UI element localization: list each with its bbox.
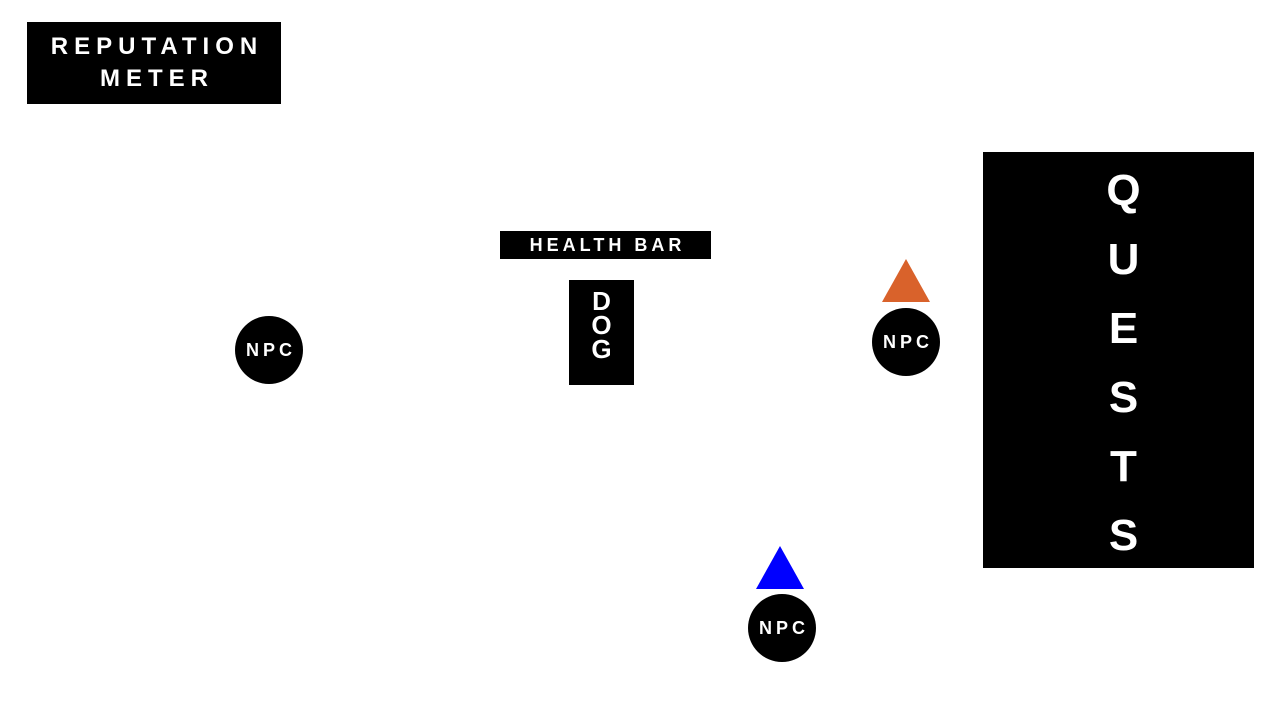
quests-letter: T — [1110, 442, 1137, 491]
npc-label: NPC — [882, 331, 933, 352]
health-bar: HEALTH BAR — [500, 231, 711, 259]
quests-letter: E — [1108, 304, 1139, 353]
quests-letter: S — [1108, 373, 1139, 422]
reputation-meter-label-line1: REPUTATION — [50, 33, 264, 60]
quests-panel[interactable]: Q U E S T S — [983, 152, 1254, 568]
npc-right[interactable]: NPC — [872, 308, 940, 376]
reputation-meter: REPUTATION METER — [27, 22, 281, 104]
quests-letter: Q — [1106, 166, 1141, 215]
quests-letter: S — [1108, 511, 1139, 560]
dog-letter: O — [591, 309, 612, 340]
npc-label: NPC — [758, 617, 809, 638]
health-bar-label: HEALTH BAR — [529, 234, 686, 255]
quests-letter: U — [1107, 235, 1140, 284]
dog-letter: G — [591, 333, 612, 364]
npc-label: NPC — [245, 339, 296, 360]
npc-left[interactable]: NPC — [235, 316, 303, 384]
dog-player[interactable]: D O G — [569, 280, 634, 385]
npc-bottom[interactable]: NPC — [748, 594, 816, 662]
reputation-meter-label-line2: METER — [100, 65, 214, 92]
quest-marker-orange-icon — [882, 259, 930, 302]
dog-letter: D — [592, 285, 611, 316]
quest-marker-blue-icon — [756, 546, 804, 589]
